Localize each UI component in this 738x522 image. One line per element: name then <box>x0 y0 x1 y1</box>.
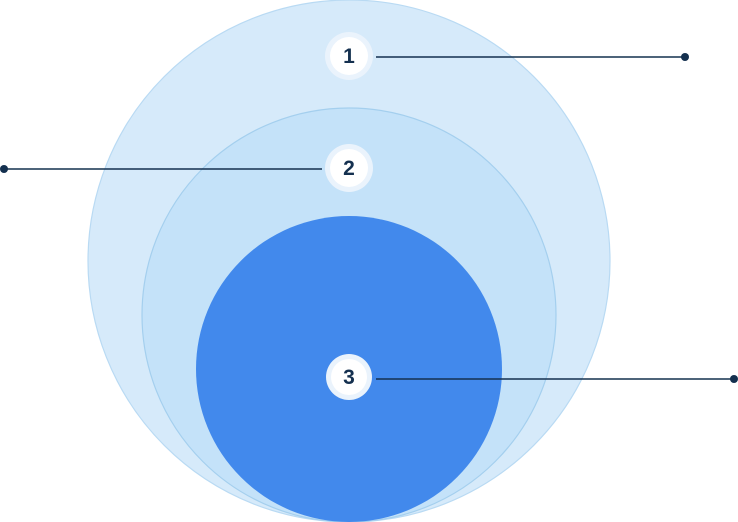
leader-line-2 <box>0 165 322 173</box>
badge-disc <box>330 37 368 75</box>
leader-dot-1 <box>681 53 689 61</box>
badge-2: 2 <box>325 144 373 192</box>
leader-line-1 <box>376 53 689 61</box>
badge-label-2: 2 <box>343 157 355 180</box>
badge-3: 3 <box>326 354 372 400</box>
leader-dot-3 <box>730 375 738 383</box>
leader-line-3 <box>376 375 738 383</box>
badge-disc <box>330 149 368 187</box>
badge-label-3: 3 <box>343 366 355 389</box>
leader-dot-2 <box>0 165 8 173</box>
badge-1: 1 <box>325 32 373 80</box>
badge-label-1: 1 <box>343 45 355 68</box>
badge-disc <box>331 359 367 395</box>
